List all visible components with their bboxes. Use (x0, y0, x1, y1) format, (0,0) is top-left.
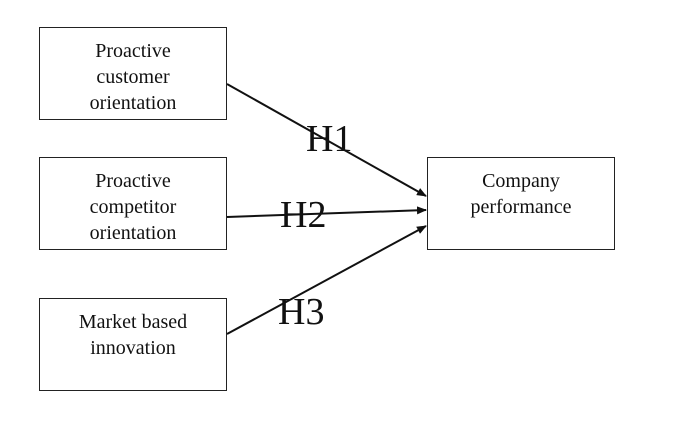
proactive-customer-orientation-label: Proactive customer orientation (89, 40, 177, 114)
hypothesis-h3-label: H3 (278, 291, 325, 333)
company-performance-box: Company performance (427, 157, 615, 250)
arrow-h2 (226, 206, 427, 218)
arrow-h3 (226, 225, 427, 335)
proactive-competitor-orientation-label: Proactive competitor orientation (89, 170, 177, 244)
hypothesis-h1-label: H1 (306, 118, 353, 160)
proactive-customer-orientation-box: Proactive customer orientation (39, 27, 227, 120)
hypothesis-h2-label: H2 (280, 194, 327, 236)
market-based-innovation-label: Market based innovation (78, 311, 188, 359)
company-performance-label: Company performance (470, 170, 572, 218)
proactive-competitor-orientation-box: Proactive competitor orientation (39, 157, 227, 250)
market-based-innovation-box: Market based innovation (39, 298, 227, 391)
